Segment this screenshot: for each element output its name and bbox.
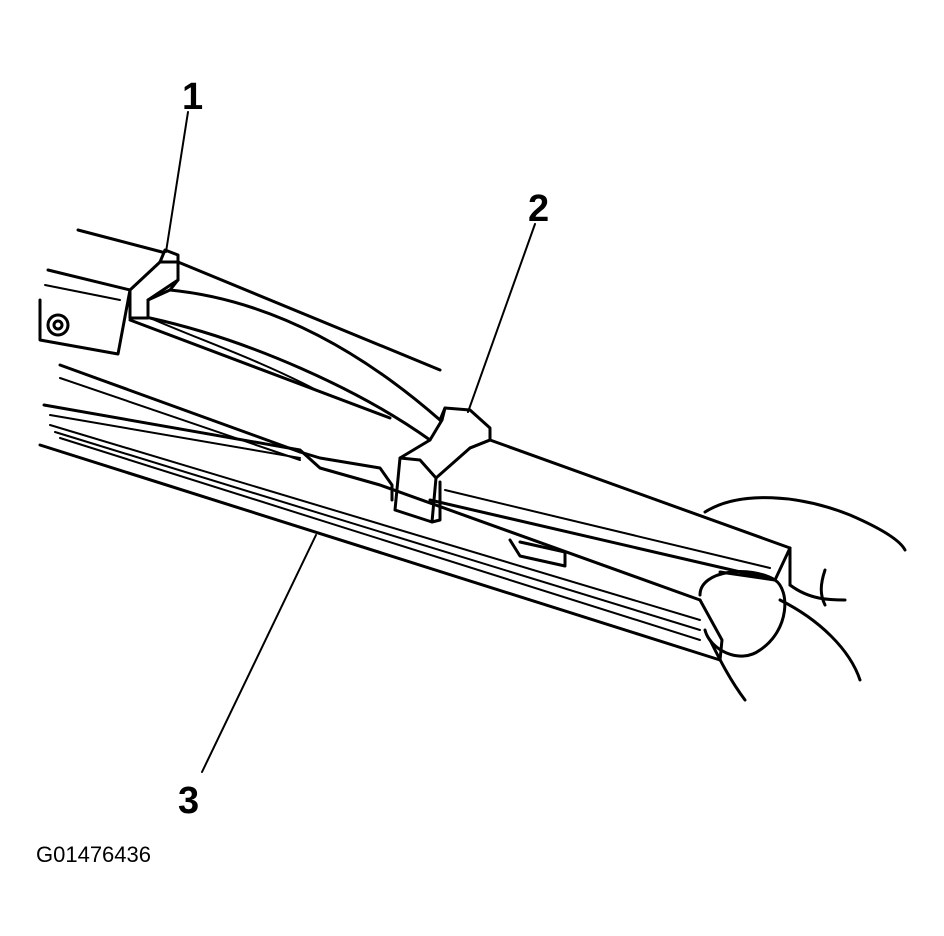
wiper-frame <box>40 230 790 580</box>
hand <box>700 498 905 700</box>
leader-line-3 <box>202 535 316 772</box>
callout-1: 1 <box>182 76 204 118</box>
blade-clip-center <box>395 408 490 522</box>
callout-2: 2 <box>528 188 550 230</box>
support-arm <box>150 290 440 440</box>
callout-3: 3 <box>178 780 200 822</box>
leader-lines <box>166 112 535 772</box>
blade-rubber <box>40 320 775 660</box>
leader-line-2 <box>468 224 535 412</box>
blade-clip-left <box>130 250 178 318</box>
figure-id: G01476436 <box>36 842 151 867</box>
leader-line-1 <box>166 112 188 252</box>
